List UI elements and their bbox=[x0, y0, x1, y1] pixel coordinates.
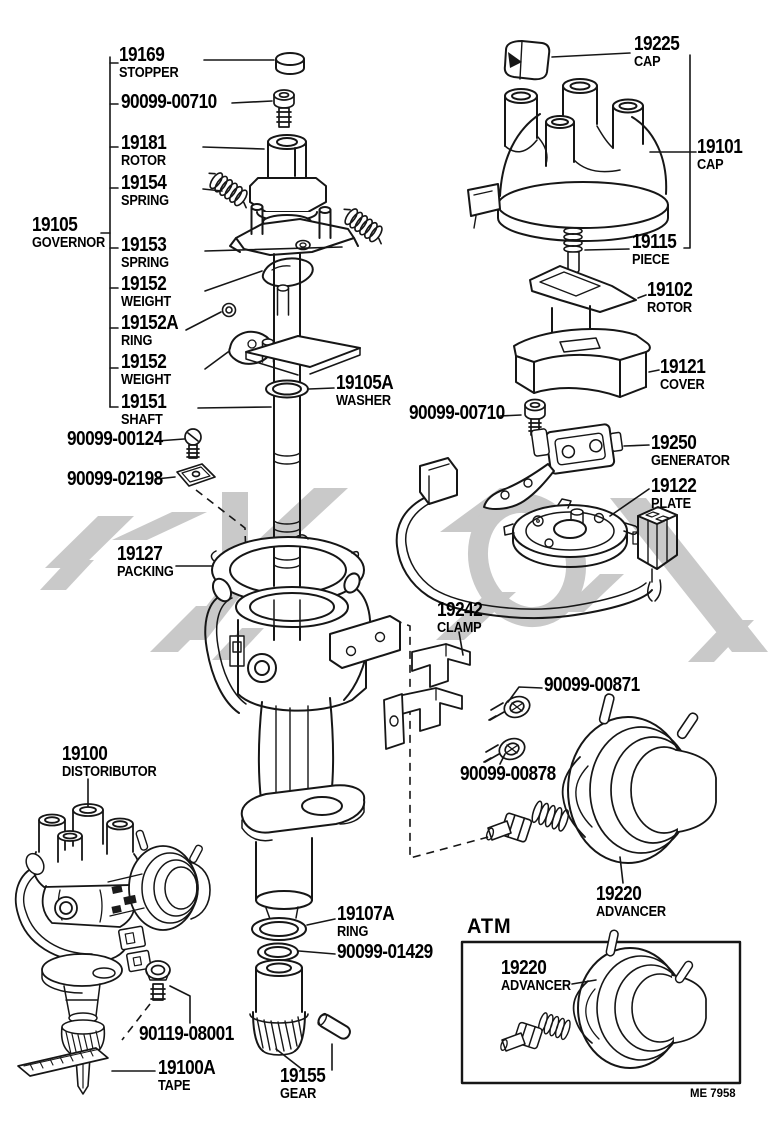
cable-art bbox=[395, 497, 653, 619]
drawing-code: ME 7958 bbox=[690, 1086, 736, 1100]
advancer-19220-atm-art bbox=[500, 929, 707, 1069]
gear-19155-art bbox=[249, 959, 351, 1056]
gear-pin-art bbox=[317, 1012, 351, 1040]
bolt-90099-00710-left-art bbox=[273, 89, 295, 128]
piece-19115-art bbox=[563, 227, 583, 275]
generator-19250-art bbox=[419, 423, 624, 510]
housing-art bbox=[204, 572, 401, 920]
spring-19153-part-art bbox=[343, 208, 383, 245]
packing-19127-art bbox=[210, 534, 365, 610]
tape-19100a-art bbox=[17, 1047, 109, 1077]
connector-art bbox=[632, 506, 678, 602]
bolt-90119-08001-art bbox=[145, 960, 171, 1001]
ring-90099-01429-art bbox=[257, 942, 299, 962]
screw-90099-00124-art bbox=[184, 428, 202, 459]
distributor-19100-art bbox=[14, 803, 211, 1095]
ring-19152a-part-art bbox=[221, 302, 237, 318]
advancer-19220-art bbox=[485, 693, 717, 864]
stopper-19169-art bbox=[275, 52, 305, 75]
leader-lines bbox=[87, 52, 697, 1072]
cap-19225-art bbox=[503, 40, 551, 81]
atm-inset-label-text: ATM bbox=[467, 915, 512, 938]
governor-lower-plate-art bbox=[245, 284, 361, 376]
clamp-19242-art bbox=[383, 643, 471, 750]
governor-plate-art bbox=[229, 203, 359, 256]
ring-19107a-art bbox=[251, 917, 307, 941]
atm-inset-label: ATM bbox=[467, 915, 512, 939]
spring-19154-art bbox=[208, 172, 248, 209]
atm-inset-box bbox=[460, 940, 742, 1085]
weight-19152-upper-art bbox=[261, 257, 314, 288]
washer-19105a-art bbox=[265, 379, 309, 399]
drawing-code-text: ME 7958 bbox=[690, 1086, 736, 1100]
screw-90099-00871-art bbox=[488, 695, 531, 721]
cap-19101-art bbox=[467, 78, 669, 242]
bolt-90099-00710-right-art bbox=[524, 398, 546, 436]
plate-19122-art bbox=[503, 498, 639, 568]
plate-90099-02198-art bbox=[176, 463, 216, 487]
cover-19121-art bbox=[513, 327, 651, 398]
screw-90099-00878-art bbox=[483, 737, 526, 763]
